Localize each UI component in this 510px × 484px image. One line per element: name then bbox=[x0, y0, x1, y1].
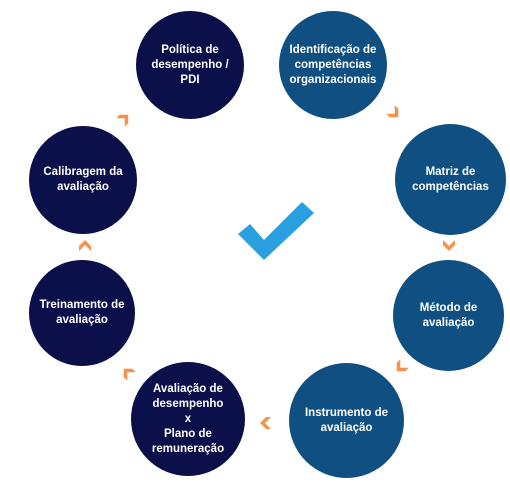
chevron-arrow-icon bbox=[443, 240, 455, 251]
chevron-arrow-icon bbox=[123, 368, 136, 381]
node-label: Treinamento de avaliação bbox=[39, 299, 125, 326]
node-instrumento-avaliacao: Instrumento de avaliação bbox=[289, 363, 404, 478]
node-label: Método de avaliação bbox=[419, 301, 478, 329]
checkmark-icon bbox=[238, 202, 314, 260]
node-avaliacao-remuneracao: Avaliação de desempenho x Plano de remun… bbox=[131, 362, 245, 476]
node-label: Avaliação de desempenho x Plano de remun… bbox=[151, 382, 225, 455]
node-label: Identificação de competências organizaci… bbox=[289, 43, 377, 86]
chevron-arrow-icon bbox=[386, 105, 399, 118]
node-label: Matriz de competências bbox=[412, 165, 489, 193]
chevron-arrow-icon bbox=[116, 114, 129, 127]
node-label: Calibragem da avaliação bbox=[43, 166, 123, 193]
node-identificacao-competencias: Identificação de competências organizaci… bbox=[279, 11, 387, 119]
chevron-arrow-icon bbox=[260, 417, 271, 429]
node-metodo-avaliacao: Método de avaliação bbox=[393, 260, 504, 371]
node-politica-desempenho: Política de desempenho / PDI bbox=[136, 11, 244, 119]
node-matriz-competencias: Matriz de competências bbox=[395, 124, 506, 235]
chevron-arrow-icon bbox=[396, 359, 409, 372]
node-label: Política de desempenho / PDI bbox=[151, 43, 229, 86]
node-label: Instrumento de avaliação bbox=[304, 406, 389, 434]
node-calibragem-avaliacao: Calibragem da avaliação bbox=[29, 126, 137, 234]
chevron-arrow-icon bbox=[79, 240, 91, 251]
node-treinamento-avaliacao: Treinamento de avaliação bbox=[29, 260, 135, 366]
